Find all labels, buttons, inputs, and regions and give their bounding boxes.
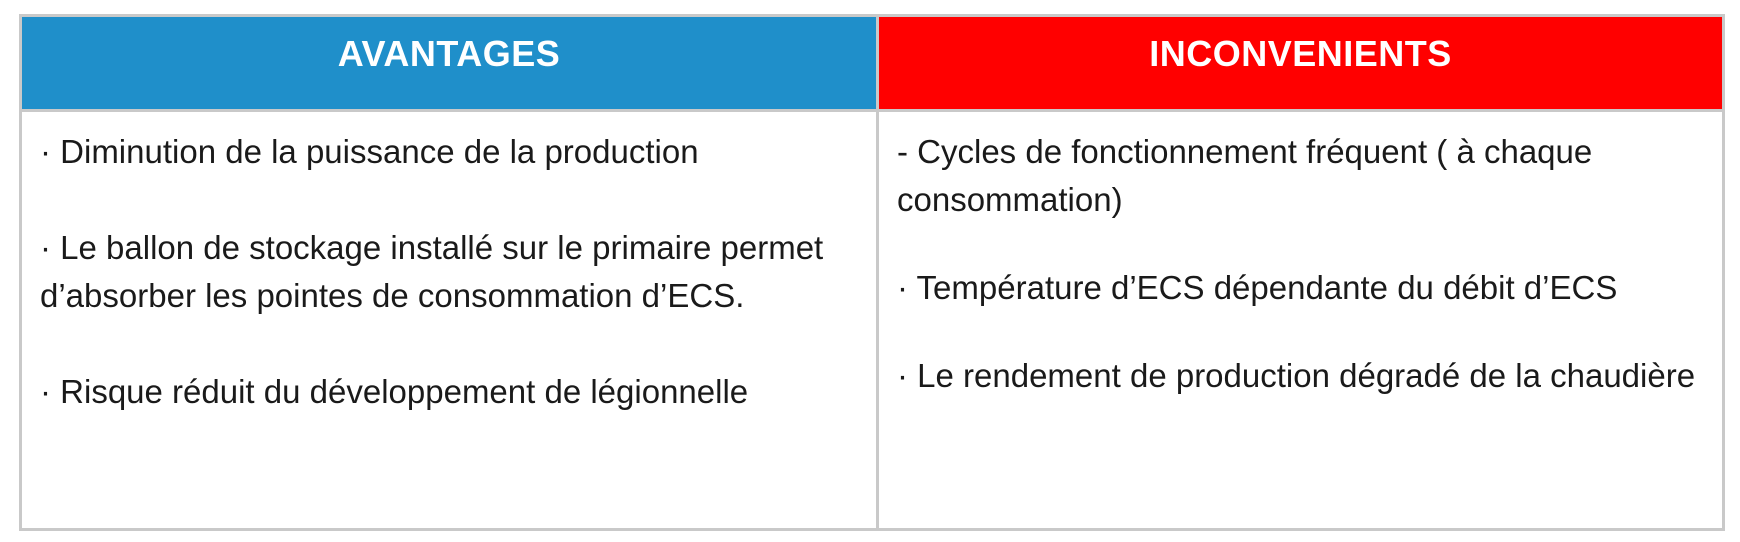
avantage-item: · Diminution de la puissance de la produ…: [40, 133, 699, 170]
inconvenients-cell: - Cycles de fonctionnement fréquent ( à …: [879, 109, 1722, 528]
inconvenient-item: · Température d’ECS dépendante du débit …: [897, 269, 1618, 306]
inconvenient-item: · Le rendement de production dégradé de …: [897, 357, 1696, 394]
avantages-cell: · Diminution de la puissance de la produ…: [22, 109, 879, 528]
comparison-table: AVANTAGES INCONVENIENTS · Diminution de …: [19, 14, 1725, 531]
inconvenient-item: - Cycles de fonctionnement fréquent ( à …: [897, 133, 1593, 218]
inconvenients-header: INCONVENIENTS: [879, 17, 1722, 109]
avantages-header: AVANTAGES: [22, 17, 879, 109]
avantage-item: · Le ballon de stockage installé sur le …: [40, 229, 824, 314]
avantage-item: · Risque réduit du développement de légi…: [40, 373, 749, 410]
